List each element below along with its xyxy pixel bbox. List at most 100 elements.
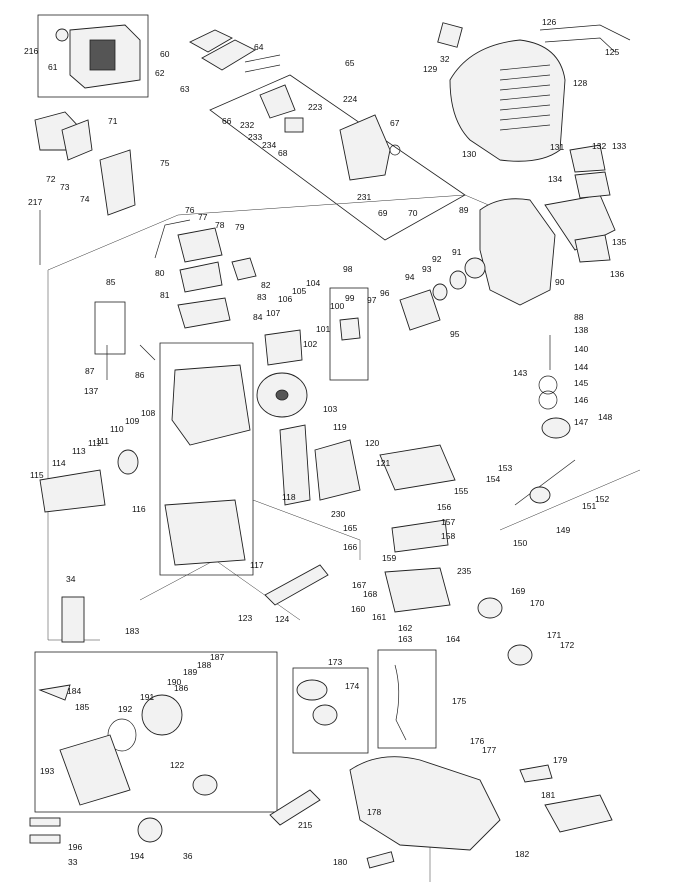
insulator-155-part	[379, 444, 456, 491]
callout-96: 96	[380, 288, 390, 298]
callout-193: 193	[40, 766, 54, 776]
callout-189: 189	[183, 667, 197, 677]
valve-group-frame	[94, 301, 126, 355]
callout-181: 181	[541, 790, 555, 800]
callout-63: 63	[180, 84, 190, 94]
callout-118: 118	[282, 492, 296, 502]
fuel-tank-part	[349, 756, 501, 851]
callout-60: 60	[160, 49, 170, 59]
callout-36: 36	[183, 851, 193, 861]
callout-97: 97	[367, 295, 377, 305]
callout-136: 136	[610, 269, 624, 279]
callout-233: 233	[248, 132, 262, 142]
callout-71: 71	[108, 116, 118, 126]
callout-34: 34	[66, 574, 76, 584]
starter-pawl-part	[339, 317, 361, 341]
callout-160: 160	[351, 604, 365, 614]
callout-159: 159	[382, 553, 396, 563]
callout-143: 143	[513, 368, 527, 378]
label-33-part	[29, 834, 61, 844]
callout-157: 157	[441, 517, 455, 527]
callout-74: 74	[80, 194, 90, 204]
label-196-part	[29, 817, 61, 827]
callout-133: 133	[612, 141, 626, 151]
callout-123: 123	[238, 613, 252, 623]
recoil-starter-frame	[34, 651, 278, 813]
frame-line-a	[47, 194, 506, 271]
callout-78: 78	[215, 220, 225, 230]
frame-line-f	[499, 469, 641, 531]
callout-90: 90	[555, 277, 565, 287]
cam-gear-109-part	[117, 449, 139, 475]
oil-cap-169-part	[477, 597, 503, 619]
callout-131: 131	[550, 142, 564, 152]
callout-151: 151	[582, 501, 596, 511]
callout-126: 126	[542, 17, 556, 27]
breather-tube-part	[154, 219, 191, 259]
callout-172: 172	[560, 640, 574, 650]
frame-line-c	[252, 499, 361, 560]
cylinder-part	[171, 364, 251, 446]
callout-223: 223	[308, 102, 322, 112]
bolt-64-part	[244, 54, 281, 63]
callout-79: 79	[235, 222, 245, 232]
bracket-181-part	[544, 794, 613, 833]
piston-147-part	[541, 417, 571, 439]
crank-part	[529, 486, 551, 504]
callout-67: 67	[390, 118, 400, 128]
callout-87: 87	[85, 366, 95, 376]
callout-110: 110	[110, 424, 124, 434]
callout-113: 113	[72, 446, 86, 456]
callout-81: 81	[160, 290, 170, 300]
parts-drawings	[29, 22, 631, 869]
callout-161: 161	[372, 612, 386, 622]
callout-125: 125	[605, 47, 619, 57]
callout-174: 174	[345, 681, 359, 691]
rocker-base-part	[179, 261, 223, 293]
callout-192: 192	[118, 704, 132, 714]
clamp-131-part	[569, 144, 606, 173]
callout-150: 150	[513, 538, 527, 548]
callout-106: 106	[278, 294, 292, 304]
callout-76: 76	[185, 205, 195, 215]
callout-186: 186	[174, 683, 188, 693]
callout-75: 75	[160, 158, 170, 168]
callout-135: 135	[612, 237, 626, 247]
bracket-75-part	[99, 149, 136, 216]
callout-82: 82	[261, 280, 271, 290]
callout-70: 70	[408, 208, 418, 218]
callout-185: 185	[75, 702, 89, 712]
muffler-cover-part	[314, 439, 361, 501]
callout-179: 179	[553, 755, 567, 765]
callout-85: 85	[106, 277, 116, 287]
spark-cap-part	[231, 257, 257, 281]
callout-196: 196	[68, 842, 82, 852]
callout-173: 173	[328, 657, 342, 667]
callout-234: 234	[262, 140, 276, 150]
callout-105: 105	[292, 286, 306, 296]
crankcase-group-frame	[159, 342, 254, 576]
callout-116: 116	[132, 504, 146, 514]
rocker-cover-part	[177, 227, 223, 263]
callout-104: 104	[306, 278, 320, 288]
starter-122-part	[192, 774, 218, 796]
muffler-group-frame	[209, 74, 466, 241]
callout-137: 137	[84, 386, 98, 396]
callout-230: 230	[331, 509, 345, 519]
callout-33: 33	[68, 857, 78, 867]
ignition-group-frame	[329, 287, 369, 381]
fuel-cap-part	[296, 679, 328, 701]
callout-120: 120	[365, 438, 379, 448]
callout-84: 84	[253, 312, 263, 322]
callout-153: 153	[498, 463, 512, 473]
callout-224: 224	[343, 94, 357, 104]
callout-187: 187	[210, 652, 224, 662]
callout-188: 188	[197, 660, 211, 670]
spring-192-part	[107, 718, 137, 752]
tool-215-part	[269, 789, 321, 826]
callout-190: 190	[167, 677, 181, 687]
callout-101: 101	[316, 324, 330, 334]
callout-32: 32	[440, 54, 450, 64]
callout-147: 147	[574, 417, 588, 427]
